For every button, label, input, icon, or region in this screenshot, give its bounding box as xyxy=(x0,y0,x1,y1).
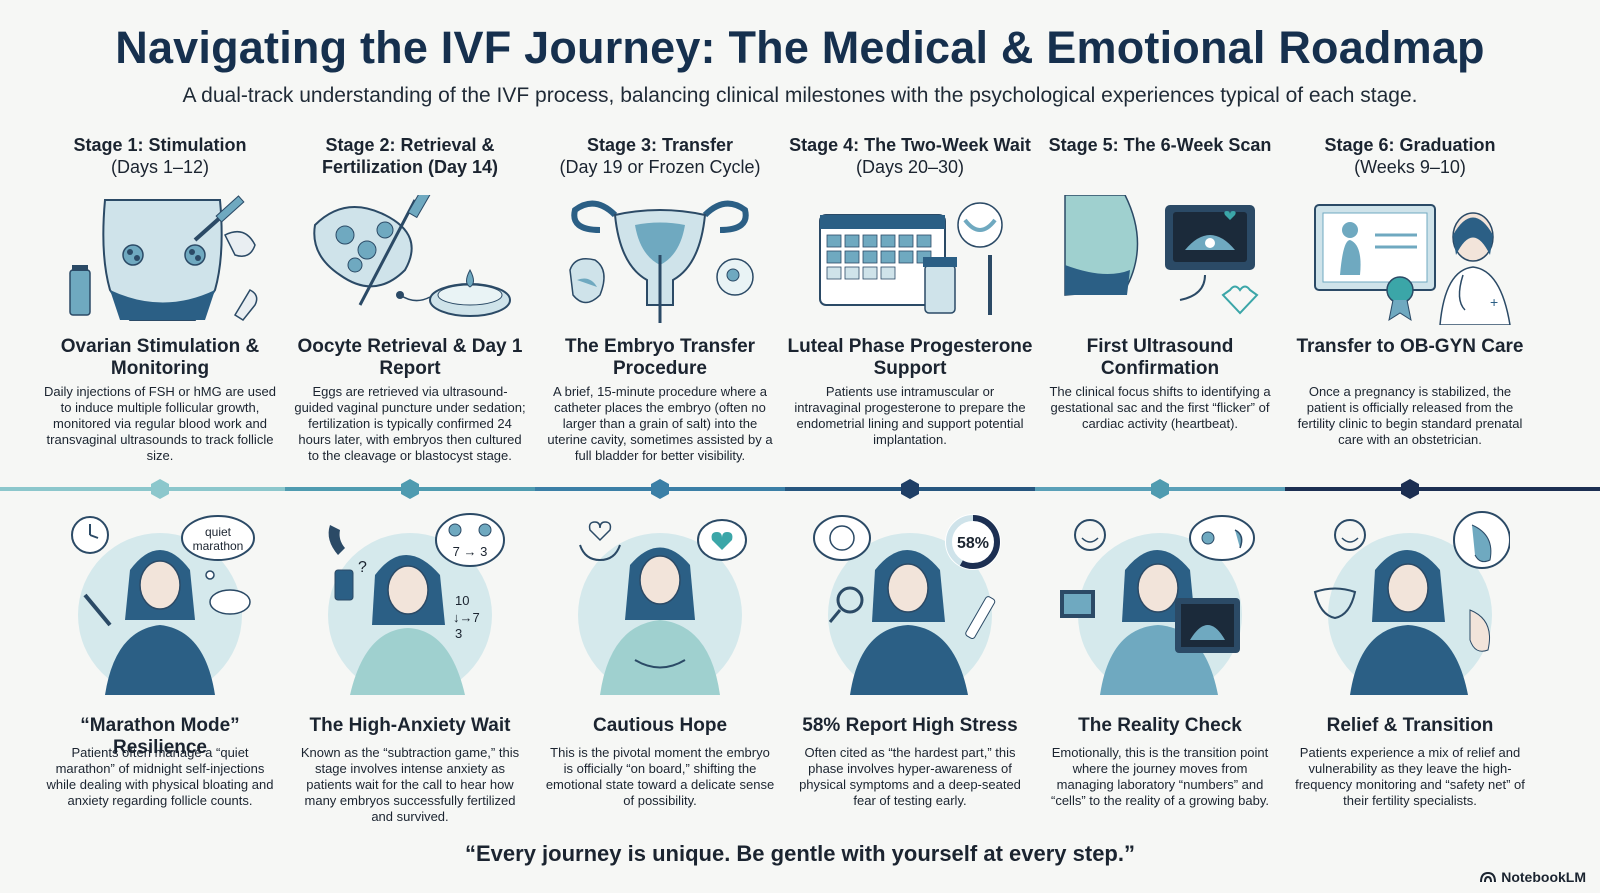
stage-column-5: Stage 5: The 6-Week Scan First Ultrasoun… xyxy=(1035,0,1285,893)
emotional-description: Often cited as “the hardest part,” this … xyxy=(799,745,1021,808)
svg-text:marathon: marathon xyxy=(193,539,244,553)
timeline-node-5 xyxy=(1149,478,1171,500)
page-title: Navigating the IVF Journey: The Medical … xyxy=(115,22,1485,73)
stage-header: Stage 2: Retrieval & Fertilization (Day … xyxy=(285,134,535,178)
stage-column-4: Stage 4: The Two-Week Wait (Days 20–30) … xyxy=(785,0,1035,893)
timeline-node-6 xyxy=(1399,478,1421,500)
clinical-title: The Embryo Transfer Procedure xyxy=(564,336,756,379)
stage-header: Stage 1: Stimulation (Days 1–12) xyxy=(35,134,285,178)
closing-quote: “Every journey is unique. Be gentle with… xyxy=(465,841,1135,866)
emotional-title: Relief & Transition xyxy=(1326,715,1494,736)
graduation-illustration: + xyxy=(1305,195,1515,325)
stage-name: Stage 4: The Two-Week Wait xyxy=(789,135,1031,155)
ultrasound-illustration xyxy=(1055,195,1265,325)
timeline-node-3 xyxy=(649,478,671,500)
clinical-title: Transfer to OB-GYN Care xyxy=(1296,336,1524,357)
stage-column-6: Stage 6: Graduation (Weeks 9–10) + Trans… xyxy=(1285,0,1535,893)
clinical-description: Patients use intramuscular or intravagin… xyxy=(794,384,1026,447)
clinical-title: Oocyte Retrieval & Day 1 Report xyxy=(297,336,523,379)
reality-check-illustration xyxy=(1060,510,1260,695)
timeline-segment-1 xyxy=(0,487,285,491)
stress-percentage-label: 58% xyxy=(957,535,989,552)
svg-text:+: + xyxy=(1490,294,1498,310)
marathon-illustration: quiet marathon xyxy=(60,510,260,695)
emotional-description: Known as the “subtraction game,” this st… xyxy=(300,745,520,824)
clinical-title: Luteal Phase Progesterone Support xyxy=(787,336,1033,379)
stress-percentage-ring xyxy=(946,515,1000,569)
emotional-description: Emotionally, this is the transition poin… xyxy=(1051,745,1269,808)
timeline-segment-6 xyxy=(1285,487,1600,491)
quiet-marathon-bubble: quiet xyxy=(205,525,232,539)
relief-transition-illustration xyxy=(1310,510,1510,695)
emotional-description: Patients often manage a “quiet marathon”… xyxy=(46,745,274,808)
emotional-title: The High-Anxiety Wait xyxy=(309,715,511,736)
brand-name: NotebookLM xyxy=(1501,869,1586,885)
emotional-title: The Reality Check xyxy=(1078,715,1242,736)
stage-column-1: Stage 1: Stimulation (Days 1–12) Ovarian… xyxy=(35,0,285,893)
clinical-description: The clinical focus shifts to identifying… xyxy=(1049,384,1271,431)
stage-header: Stage 4: The Two-Week Wait (Days 20–30) xyxy=(785,134,1035,178)
svg-text:↓→7: ↓→7 xyxy=(453,610,480,625)
svg-text:3: 3 xyxy=(455,626,462,641)
stage-name: Stage 6: Graduation xyxy=(1324,135,1496,155)
page-subtitle: A dual-track understanding of the IVF pr… xyxy=(182,84,1418,107)
timeline-node-4 xyxy=(899,478,921,500)
stage-name: Stage 3: Transfer xyxy=(586,135,734,155)
emotional-description: Patients experience a mix of relief and … xyxy=(1295,745,1525,808)
stage-name: Stage 1: Stimulation xyxy=(73,135,247,155)
stage-timing: (Days 1–12) xyxy=(110,157,210,177)
stage-header: Stage 5: The 6-Week Scan xyxy=(1035,134,1285,156)
stage-column-3: Stage 3: Transfer (Day 19 or Frozen Cycl… xyxy=(535,0,785,893)
stage-name: Stage 5: The 6-Week Scan xyxy=(1048,135,1272,155)
timeline-node-2 xyxy=(399,478,421,500)
two-week-wait-illustration xyxy=(805,195,1015,325)
brand-mark: NotebookLM xyxy=(1480,869,1586,885)
cautious-hope-illustration xyxy=(560,510,760,695)
transfer-illustration xyxy=(555,195,765,325)
notebooklm-logo-icon xyxy=(1480,871,1497,883)
stage-name: Stage 2: Retrieval & Fertilization (Day … xyxy=(321,135,499,177)
clinical-description: Eggs are retrieved via ultrasound-guided… xyxy=(294,384,526,463)
emotional-title: 58% Report High Stress xyxy=(802,715,1018,736)
clinical-description: Daily injections of FSH or hMG are used … xyxy=(44,384,276,463)
anxiety-wait-illustration: 7 → 3 10 ↓→7 3 ? xyxy=(310,510,510,695)
stage-timing: (Days 20–30) xyxy=(855,157,965,177)
emotional-title: Cautious Hope xyxy=(592,715,728,736)
clinical-title: Ovarian Stimulation & Monitoring xyxy=(60,336,260,379)
stage-header: Stage 3: Transfer (Day 19 or Frozen Cycl… xyxy=(535,134,785,178)
stage-timing: (Weeks 9–10) xyxy=(1354,157,1466,177)
svg-text:?: ? xyxy=(358,559,367,576)
emotional-title: “Marathon Mode” Resilience xyxy=(80,715,240,758)
high-stress-illustration: 58% xyxy=(810,510,1010,695)
clinical-description: A brief, 15-minute procedure where a cat… xyxy=(547,384,773,463)
emotional-description: This is the pivotal moment the embryo is… xyxy=(545,745,775,808)
stimulation-illustration xyxy=(55,195,265,325)
clinical-title: First Ultrasound Confirmation xyxy=(1086,336,1234,379)
retrieval-illustration xyxy=(305,195,515,325)
stage-timing: (Day 19 or Frozen Cycle) xyxy=(559,157,761,177)
subtraction-numbers: 7 → 3 xyxy=(453,544,488,559)
stage-header: Stage 6: Graduation (Weeks 9–10) xyxy=(1285,134,1535,178)
stage-column-2: Stage 2: Retrieval & Fertilization (Day … xyxy=(285,0,535,893)
clinical-description: Once a pregnancy is stabilized, the pati… xyxy=(1297,384,1523,447)
timeline-node-1 xyxy=(149,478,171,500)
svg-text:10: 10 xyxy=(455,593,469,608)
